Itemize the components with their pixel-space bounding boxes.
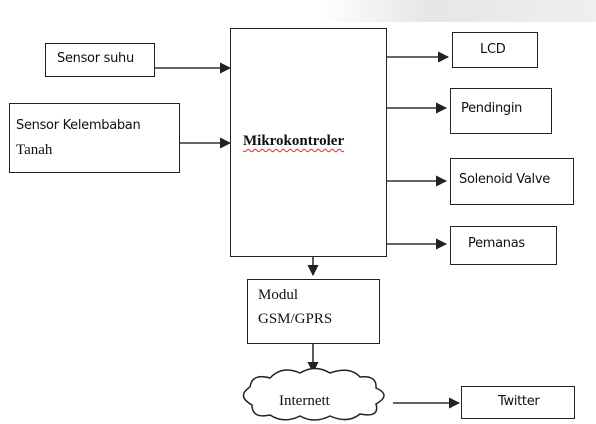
pendingin-label: Pendingin [461, 101, 523, 116]
gsm-module-label-line1: Modul [258, 287, 299, 303]
internet-cloud-shape [242, 367, 385, 421]
lcd-box [452, 32, 538, 68]
gsm-module-box [247, 279, 380, 344]
sensor-kelembaban-label-line1: Sensor Kelembaban [16, 118, 141, 133]
solenoid-valve-label: Solenoid Valve [459, 172, 550, 187]
pemanas-box [450, 226, 557, 265]
sensor-suhu-label: Sensor suhu [57, 51, 134, 66]
twitter-box [461, 386, 575, 419]
pemanas-label: Pemanas [468, 236, 525, 251]
mikrokontroler-box [230, 28, 387, 257]
gsm-module-label-line2: GSM/GPRS [258, 311, 333, 327]
mikrokontroler-label: Mikrokontroler [243, 133, 345, 149]
solenoid-valve-box [450, 158, 574, 205]
internet-label: Internett [279, 393, 330, 409]
pendingin-box [450, 88, 552, 134]
sensor-kelembaban-box [9, 103, 180, 173]
lcd-label: LCD [480, 42, 506, 57]
twitter-label: Twitter [498, 394, 540, 409]
sensor-kelembaban-label-line2: Tanah [16, 142, 53, 158]
top-shading [318, 0, 596, 22]
sensor-suhu-box [45, 43, 155, 77]
